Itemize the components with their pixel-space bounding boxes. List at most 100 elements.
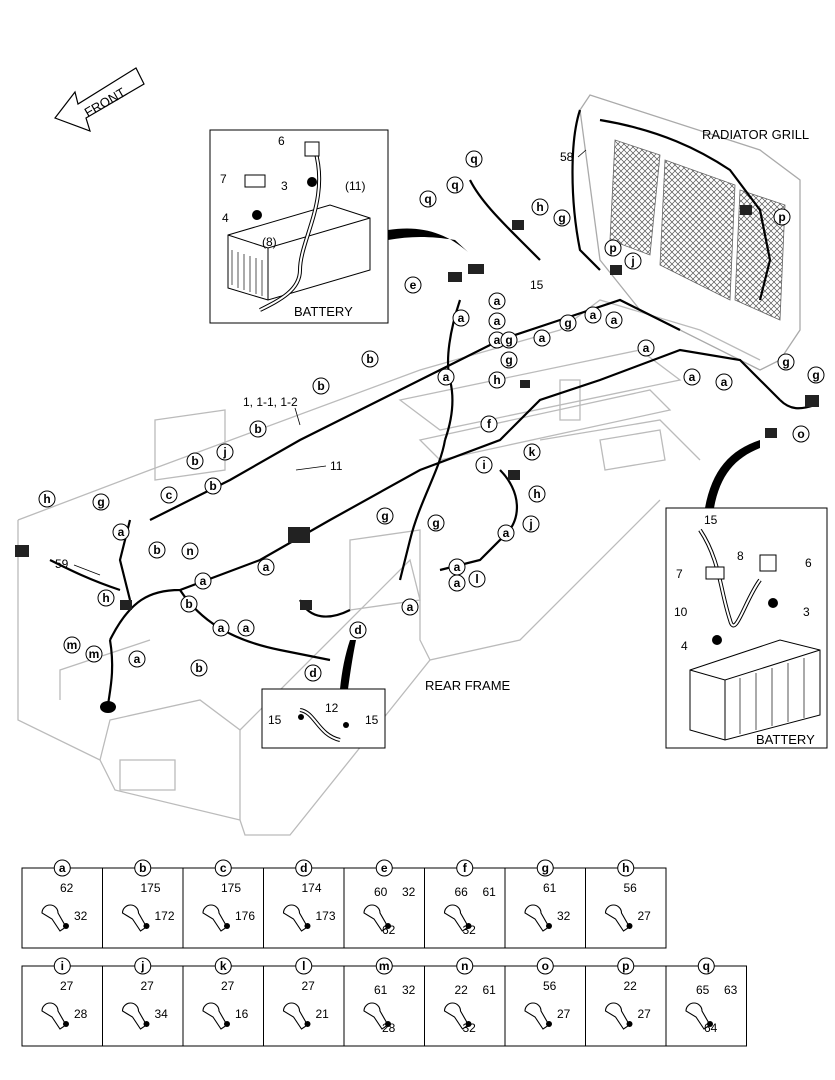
svg-text:a: a [118,525,125,539]
callout-g: g [427,514,445,532]
battery-inset-right: 15 8 6 7 10 3 4 BATTERY [665,440,828,749]
bolt-icon [546,1021,552,1027]
svg-text:m: m [89,647,100,661]
battery-right-caption: BATTERY [756,732,815,747]
legend-part-number: 56 [543,979,557,993]
callout-a: a [128,650,146,668]
svg-text:l: l [475,572,478,586]
svg-text:4: 4 [681,639,688,653]
svg-text:a: a [721,375,728,389]
legend-letter: g [542,861,549,875]
svg-text:15: 15 [365,713,379,727]
callout-a: a [194,572,212,590]
svg-text:b: b [317,379,324,393]
inset-pointer-cable [340,640,356,689]
svg-text:a: a [539,331,546,345]
svg-text:g: g [782,355,789,369]
radiator-grill [579,94,801,371]
leader-59 [73,564,101,576]
svg-text:6: 6 [278,134,285,148]
bolt-icon [224,1021,230,1027]
svg-text:g: g [564,316,571,330]
svg-text:12: 12 [325,701,339,715]
bolt-icon [385,1021,391,1027]
bolt-icon [546,923,552,929]
legend-part-number: 62 [60,881,74,895]
svg-text:3: 3 [803,605,810,619]
callout-d: d [304,664,322,682]
callout-a: a [533,329,551,347]
legend-letter: q [703,959,710,973]
callout-n: n [181,542,199,560]
bolt-icon [626,1021,633,1027]
bolt-icon [63,1021,69,1027]
svg-text:h: h [533,487,540,501]
callout-h: h [97,589,115,607]
legend-letter: a [59,861,66,875]
battery-inset-top: 6 7 3 (11) 4 (8) BATTERY [209,129,468,324]
legend-part-number: 61 [543,881,557,895]
legend-part-number: 27 [141,979,155,993]
legend-letter: i [61,959,64,973]
wire-harness [49,109,816,706]
callout-i: i [475,456,493,474]
callout-a: a [715,373,733,391]
legend-part-number: 56 [624,881,638,895]
svg-text:a: a [443,370,450,384]
svg-text:g: g [505,353,512,367]
svg-text:h: h [536,200,543,214]
rear-frame-label: REAR FRAME [425,678,511,693]
svg-text:a: a [494,294,501,308]
svg-text:i: i [482,458,485,472]
svg-text:b: b [209,479,216,493]
svg-text:a: a [494,314,501,328]
legend-part-number: 64 [704,1021,718,1035]
svg-text:a: a [643,341,650,355]
callout-g: g [376,507,394,525]
bolt-icon [304,923,311,929]
legend-letter: e [381,861,388,875]
callout-a: a [488,312,506,330]
callout-h: h [488,371,506,389]
bolt-icon [143,1021,150,1027]
svg-text:3: 3 [281,179,288,193]
svg-text:k: k [529,445,536,459]
svg-text:p: p [778,210,785,224]
callout-a: a [112,523,130,541]
bolt-icon [304,1021,311,1027]
bolt-icon [63,923,69,929]
svg-text:g: g [558,211,565,225]
legend-part-number: 16 [235,1007,249,1021]
legend-letter: d [300,861,307,875]
svg-text:g: g [432,516,439,530]
callout-a: a [448,558,466,576]
svg-text:b: b [191,454,198,468]
svg-text:a: a [134,652,141,666]
legend-part-number: 60 [374,885,388,899]
legend-part-number: 22 [455,983,469,997]
callout-q: q [419,190,437,208]
svg-text:a: a [218,621,225,635]
callout-a: a [212,619,230,637]
front-arrow: FRONT [54,67,145,132]
svg-text:b: b [153,543,160,557]
callout-g: g [500,331,518,349]
svg-text:n: n [186,544,193,558]
part-58-label: 58 [560,150,574,164]
svg-text:a: a [407,600,414,614]
callout-b: b [186,452,204,470]
battery-top-caption: BATTERY [294,304,353,319]
callout-a: a [605,311,623,329]
callout-b: b [204,477,222,495]
svg-text:o: o [797,427,804,441]
svg-text:(8): (8) [262,235,277,249]
svg-text:7: 7 [220,172,227,186]
legend-part-number: 22 [624,979,638,993]
callout-a: a [488,292,506,310]
machine-frame [17,299,761,836]
legend-part-number: 21 [316,1007,330,1021]
